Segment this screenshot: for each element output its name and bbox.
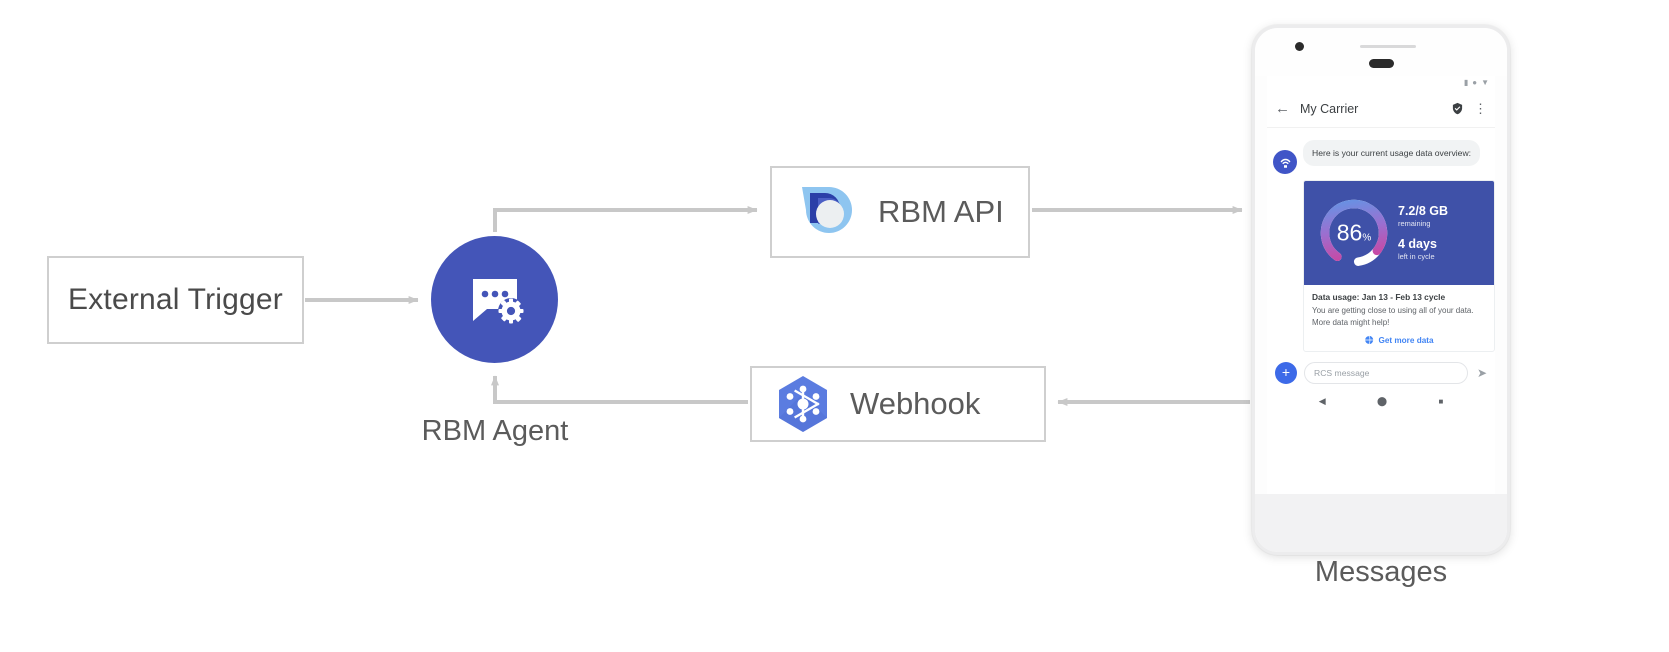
rich-card-hero: 86% 7.2/8 GB remaining 4 days left in cy…	[1304, 181, 1494, 285]
webhook-hexagon-icon	[779, 376, 827, 432]
arrow-left-icon[interactable]: ←	[1275, 100, 1290, 117]
carrier-antenna-icon	[1273, 150, 1297, 174]
days-left-value: 4 days	[1398, 237, 1437, 251]
external-trigger-label: External Trigger	[68, 283, 283, 316]
connector-agent-to-api	[493, 206, 758, 232]
wifi-icon: ▼	[1481, 78, 1489, 87]
phone-screen: ▮ ● ▼ ← My Carrier ⋮	[1267, 76, 1495, 494]
rich-card-description: You are getting close to using all of yo…	[1312, 306, 1474, 327]
rich-card-body: Data usage: Jan 13 - Feb 13 cycle You ar…	[1304, 285, 1494, 351]
app-bar: ← My Carrier ⋮	[1267, 90, 1495, 128]
rbm-agent-label: RBM Agent	[421, 415, 569, 447]
phone-caption: Messages	[1314, 556, 1448, 588]
signal-icon: ●	[1472, 78, 1478, 87]
android-nav-bar: ◀ ⬤ ■	[1267, 390, 1495, 413]
rcs-message-placeholder: RCS message	[1314, 368, 1370, 379]
message-row: Here is your current usage data overview…	[1273, 140, 1489, 174]
get-more-data-button[interactable]: Get more data	[1312, 335, 1486, 345]
data-remaining-value: 7.2/8 GB	[1398, 204, 1449, 219]
gauge-percent-symbol: %	[1362, 232, 1372, 244]
rbm-api-node[interactable]: RBM API	[770, 166, 1030, 258]
overflow-menu-icon[interactable]: ⋮	[1474, 101, 1487, 116]
data-remaining-caption: remaining	[1398, 219, 1431, 228]
conversation-title: My Carrier	[1300, 101, 1359, 116]
rcs-message-input[interactable]: RCS message	[1304, 362, 1468, 385]
phone-bottom-bezel	[1255, 494, 1507, 552]
connector-webhook-to-agent	[491, 375, 748, 404]
phone-device: ▮ ● ▼ ← My Carrier ⋮	[1252, 25, 1510, 555]
webhook-node[interactable]: Webhook	[750, 366, 1046, 442]
front-camera-icon	[1295, 42, 1304, 51]
nav-home-circle-icon[interactable]: ⬤	[1376, 395, 1388, 406]
rbm-api-icon	[802, 187, 852, 233]
battery-icon: ▮	[1463, 78, 1469, 87]
phone-top-bezel	[1255, 28, 1507, 76]
nav-back-triangle-icon[interactable]: ◀	[1318, 395, 1326, 406]
verified-shield-icon	[1452, 102, 1463, 115]
globe-icon	[1364, 335, 1374, 345]
nav-recents-square-icon[interactable]: ■	[1438, 396, 1444, 406]
hero-stats: 7.2/8 GB remaining 4 days left in cycle	[1392, 204, 1494, 261]
message-composer: + RCS message ➤	[1267, 352, 1495, 391]
rbm-agent-node[interactable]	[431, 236, 558, 363]
earpiece-speaker	[1369, 59, 1394, 68]
days-left-caption: left in cycle	[1398, 251, 1435, 261]
plus-icon[interactable]: +	[1275, 362, 1297, 385]
webhook-label: Webhook	[850, 386, 981, 421]
earpiece-line	[1360, 45, 1416, 48]
gauge-percent: 86%	[1316, 220, 1392, 247]
incoming-message-bubble: Here is your current usage data overview…	[1303, 140, 1481, 167]
rich-card-title: Data usage: Jan 13 - Feb 13 cycle	[1312, 292, 1446, 302]
send-icon[interactable]: ➤	[1476, 366, 1487, 381]
data-usage-gauge: 86%	[1316, 195, 1392, 271]
get-more-data-label: Get more data	[1378, 335, 1434, 345]
rbm-api-label: RBM API	[878, 194, 1004, 229]
chat-area: Here is your current usage data overview…	[1267, 128, 1495, 353]
status-bar: ▮ ● ▼	[1267, 76, 1495, 90]
rich-card[interactable]: 86% 7.2/8 GB remaining 4 days left in cy…	[1303, 180, 1495, 353]
external-trigger-node[interactable]: External Trigger	[47, 256, 304, 344]
rbm-agent-chat-gear-icon	[472, 278, 524, 324]
gauge-percent-value: 86	[1336, 219, 1363, 246]
